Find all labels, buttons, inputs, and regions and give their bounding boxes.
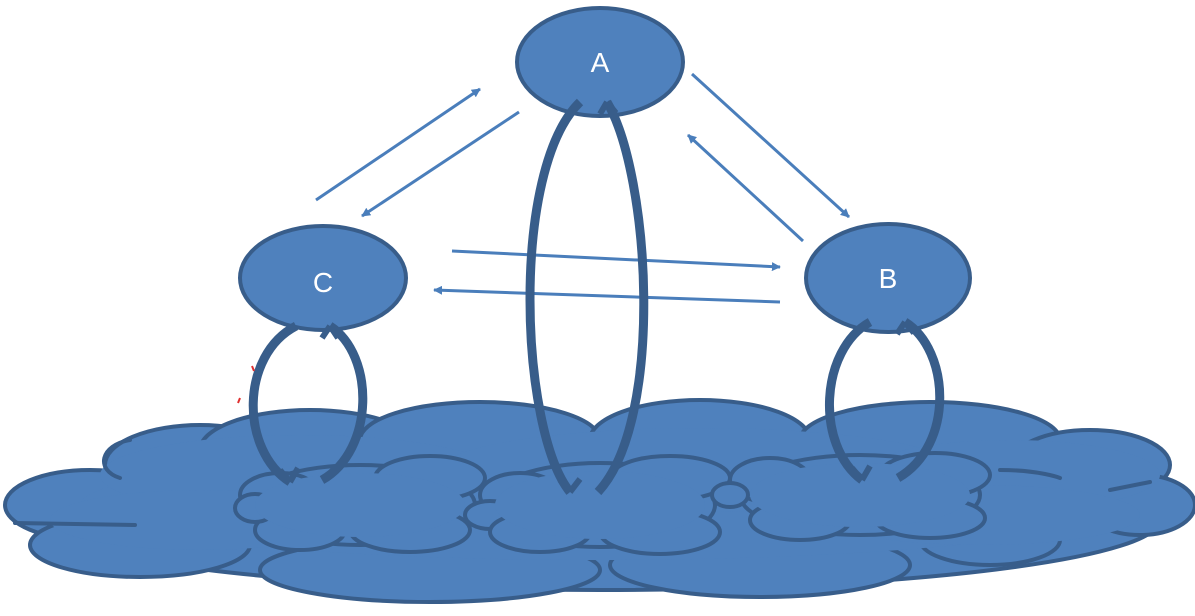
node-a-label: A (591, 47, 610, 78)
loop-a (525, 98, 649, 496)
arrow-b-to-c (433, 285, 781, 304)
node-c-label: C (313, 267, 333, 298)
arrow-c-to-a (315, 87, 481, 202)
arrow-b-to-a (686, 133, 805, 243)
red-marks (237, 365, 255, 404)
node-b-label: B (879, 263, 898, 294)
node-a: A (515, 6, 685, 118)
node-b: B (804, 222, 972, 334)
arrow-c-to-b (451, 249, 781, 272)
node-c: C (238, 224, 408, 332)
loop-c (248, 322, 368, 486)
inner-cloud-right (710, 451, 992, 542)
edges (315, 72, 851, 304)
arrow-a-to-b (690, 72, 851, 219)
loop-arrows (248, 98, 945, 496)
loop-b (824, 318, 945, 484)
arrow-a-to-c (361, 110, 520, 218)
inner-cloud-left (233, 454, 487, 554)
